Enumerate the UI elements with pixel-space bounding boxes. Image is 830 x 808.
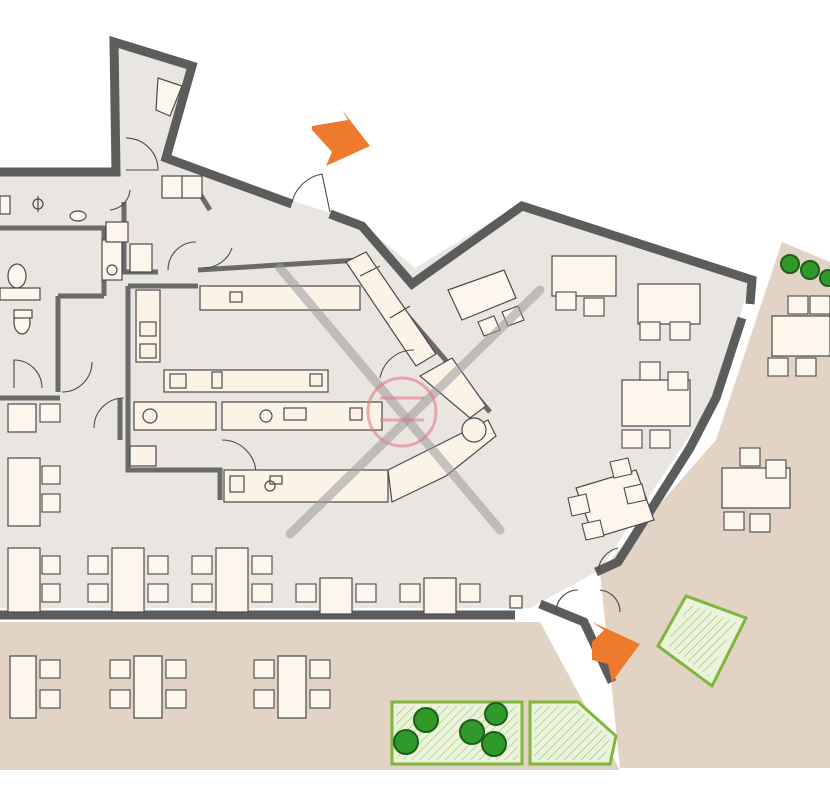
outer-wall-north [0, 35, 294, 209]
entrance-arrow-top [312, 110, 370, 166]
dining-tables-interior [7, 255, 701, 615]
entrance-door-top[interactable] [291, 173, 331, 213]
trees [393, 254, 830, 757]
wc-fixtures [0, 195, 125, 429]
terrace-right-tables [721, 295, 830, 533]
kitchen-wall [125, 286, 223, 500]
outer-wall-east [594, 316, 747, 577]
kitchen-counters [129, 251, 497, 503]
storage-fixtures [105, 77, 233, 273]
watermark-logo [275, 263, 545, 539]
entrance-arrow-bottom [592, 622, 640, 682]
terrace-bottom-tables [9, 655, 331, 719]
outer-wall-entry [328, 201, 757, 305]
entrance-door-bottom[interactable] [555, 589, 621, 613]
